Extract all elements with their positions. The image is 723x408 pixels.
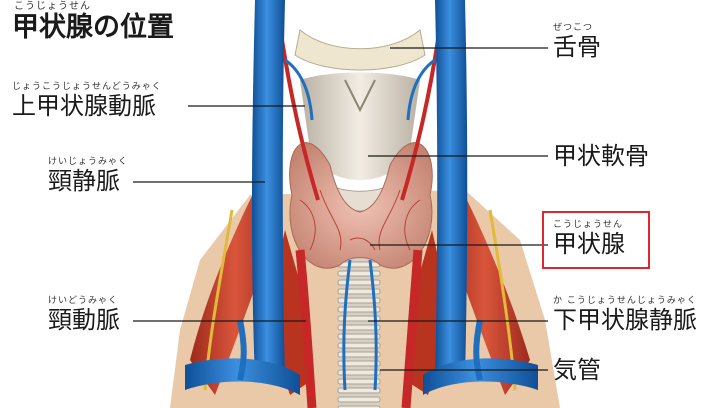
label-inferior-thyroid-vein: か こうじょうせんじょうみゃく 下甲状腺静脈 (553, 296, 697, 334)
title-text: 甲状腺の位置 (12, 12, 174, 44)
title-ruby: こうじょうせん (12, 2, 174, 12)
label-text: 甲状軟骨 (553, 142, 649, 170)
label-text: 頸静脈 (48, 167, 128, 195)
label-superior-thyroid-artery: じょうこうじょうせんどうみゃく 上甲状腺動脈 (12, 82, 162, 120)
label-jugular-vein: けいじょうみゃく 頸静脈 (48, 157, 128, 195)
right-jugular-vein (435, 0, 467, 380)
label-ruby: か こうじょうせんじょうみゃく (553, 296, 697, 306)
label-ruby: こうじょうせん (553, 220, 625, 230)
label-ruby: けいどうみゃく (48, 296, 120, 306)
label-thyroid-cartilage: 甲状軟骨 (553, 142, 649, 170)
trachea-ring (338, 397, 380, 402)
trachea-ring (338, 271, 380, 276)
trachea-ring (338, 262, 380, 267)
label-ruby: けいじょうみゃく (48, 157, 128, 167)
label-thyroid-gland: こうじょうせん 甲状腺 (553, 220, 625, 258)
label-text: 気管 (553, 356, 601, 384)
label-hyoid-bone: ぜつこつ 舌骨 (553, 23, 601, 61)
label-carotid-artery: けいどうみゃく 頸動脈 (48, 296, 120, 334)
label-text: 下甲状腺静脈 (553, 306, 697, 334)
diagram-title: こうじょうせん 甲状腺の位置 (12, 2, 174, 44)
label-text: 甲状腺 (553, 230, 625, 258)
label-text: 舌骨 (553, 33, 601, 61)
label-text: 頸動脈 (48, 306, 120, 334)
label-text: 上甲状腺動脈 (12, 92, 162, 120)
left-jugular-vein (252, 0, 285, 380)
label-ruby: ぜつこつ (553, 23, 601, 33)
hyoid-bone-shape (295, 30, 425, 70)
label-trachea: 気管 (553, 356, 601, 384)
label-ruby: じょうこうじょうせんどうみゃく (12, 82, 162, 92)
